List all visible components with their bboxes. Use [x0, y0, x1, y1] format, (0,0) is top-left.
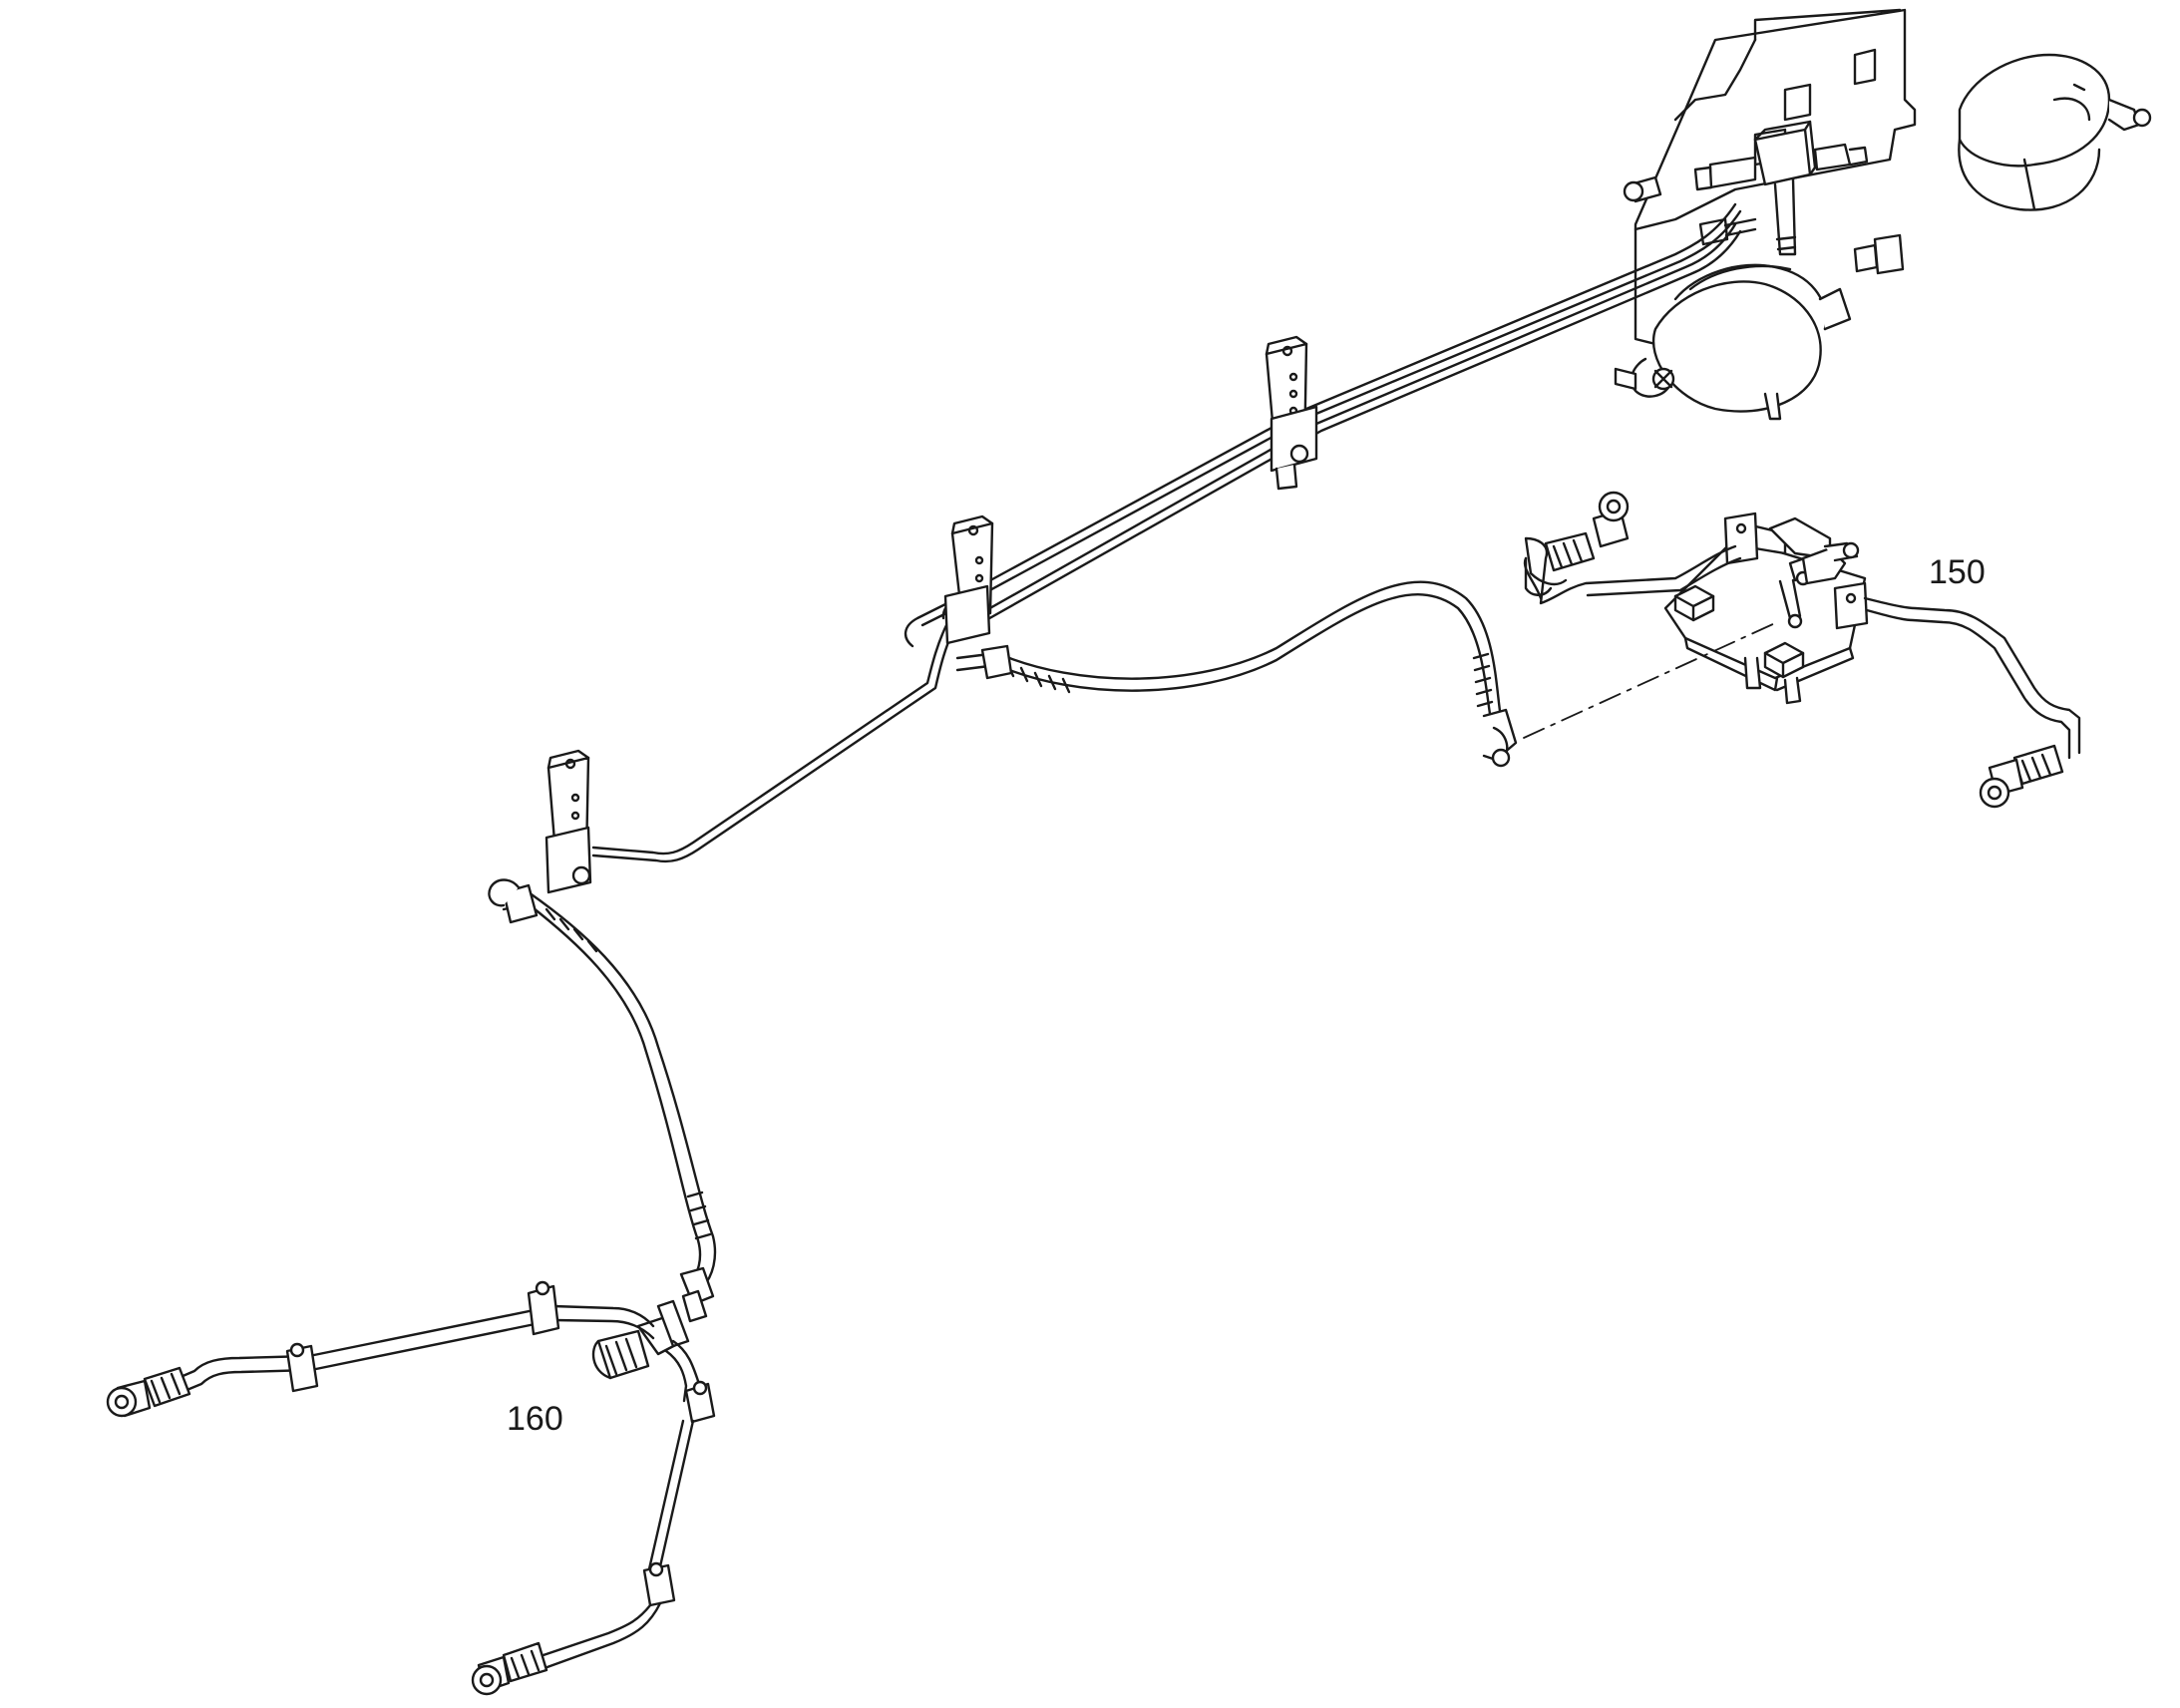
flexible-hose-lower — [488, 878, 717, 1306]
callout-160: 160 — [507, 1400, 563, 1438]
brake-chamber-front — [1614, 263, 1852, 421]
relay-valve-block — [1693, 120, 1905, 275]
tube-left-160 — [106, 1280, 655, 1418]
bracket-left-fitting — [1623, 175, 1757, 246]
flexible-hose-upper — [955, 580, 1518, 768]
callout-150: 150 — [1929, 553, 1986, 591]
valve-assembly-150 — [1663, 512, 1869, 705]
tube-right-150 — [1863, 596, 2081, 809]
support-bracket-2 — [943, 514, 994, 645]
tee-fitting-160 — [591, 1289, 708, 1380]
tube-down-160 — [471, 1339, 716, 1696]
rigid-brake-tubes — [591, 202, 1742, 863]
brake-chamber-rear — [1958, 53, 2152, 211]
assembly-leader-line — [1523, 622, 1776, 739]
support-bracket-1 — [545, 749, 592, 894]
support-bracket-3 — [1265, 335, 1318, 491]
tube-left-150 — [1523, 491, 1742, 605]
